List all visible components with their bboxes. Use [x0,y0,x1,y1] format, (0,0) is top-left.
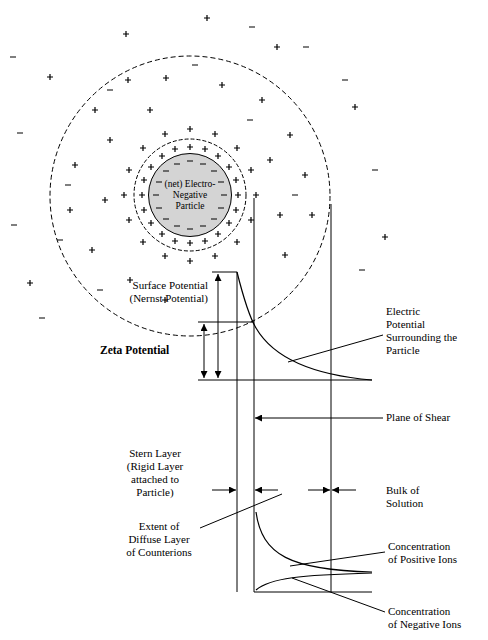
diffuse-boundary-line [331,204,332,592]
leader-line [290,552,385,566]
positive-concentration-curve [256,512,372,572]
particle-text-wrap: (net) Electro-Negative Particle [148,153,232,237]
callout-label: Bulk of Solution [386,484,441,510]
shear-plane-arrow [255,418,383,419]
callout-label: Concentration of Positive Ions [388,540,462,566]
particle-label: (net) Electro-Negative Particle [162,179,218,212]
diffuse-layer-boundary [50,56,330,336]
potential-graph [198,198,385,612]
particle-negative-charges [153,161,227,229]
callout-label: Electric Potential Surrounding the Parti… [386,305,458,357]
zeta-potential-arrow [204,324,205,378]
stern-layer-boundary [134,139,246,251]
particle-node: (net) Electro-Negative Particle [148,153,232,237]
surface-potential-arrow [218,274,219,378]
zeta-potential-tick [198,322,254,323]
callout-label: Surface Potential (Nernst Potential) [108,279,208,305]
dimension-arrow [332,490,356,491]
callout-label: Plane of Shear [386,411,481,424]
negative-concentration-curve [256,573,372,590]
callout-label: Stern Layer (Rigid Layer attached to Par… [120,447,190,499]
leader-line [288,335,383,362]
dimension-arrow [308,490,330,491]
callout-label: Extent of Diffuse Layer of Counterions [124,520,194,559]
zero-potential-line [198,380,372,381]
callout-label: Zeta Potential [100,344,200,357]
particle-circle [149,154,232,237]
positive-ions [27,15,388,303]
concentration-baseline [254,592,372,593]
stern-boundary-line [237,272,238,592]
shear-plane-line [254,198,255,592]
dimension-arrow [212,490,236,491]
callout-label: Concentration of Negative Ions [388,605,462,631]
dimension-arrow [255,490,278,491]
surface-potential-tick [212,272,237,273]
leader-line [292,578,385,612]
negative-ions [10,27,378,318]
leader-line [200,494,282,528]
potential-curve [237,272,372,380]
